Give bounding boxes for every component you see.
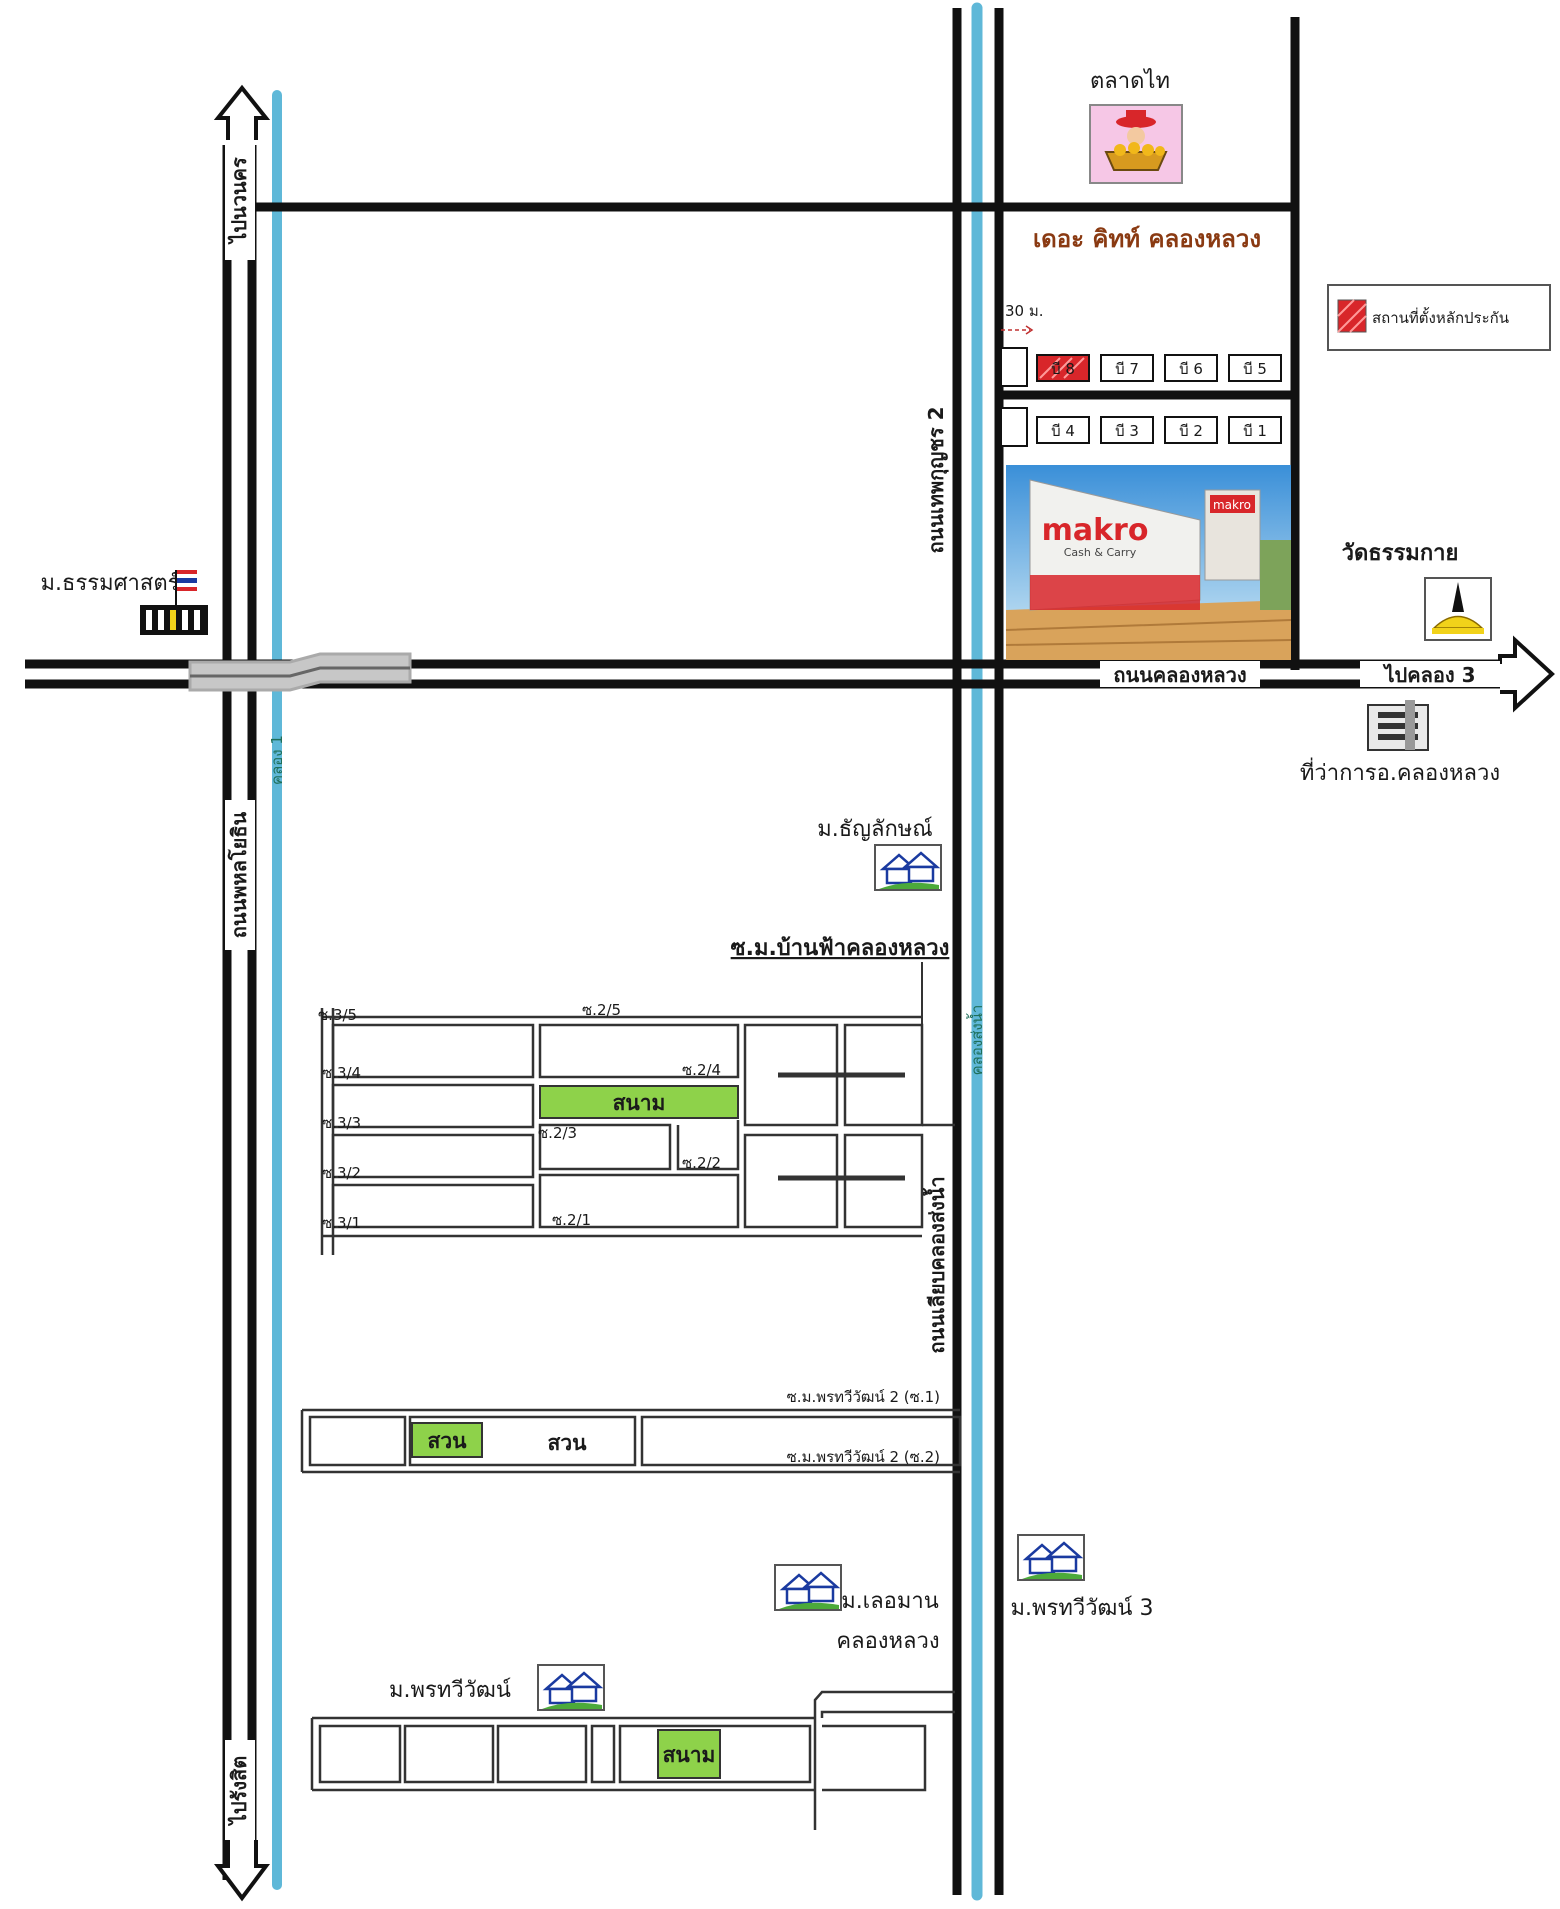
field-2: [657, 1729, 721, 1779]
khlong-luang-road-label: ถนนคลองหลวง: [1113, 663, 1246, 687]
building-b2: บี 2: [1179, 422, 1203, 440]
phrueksawan2-plan: [300, 1408, 962, 1474]
soi-2-2: ซ.2/2: [682, 1154, 721, 1172]
thanyalak-label: ม.ธัญลักษณ์: [817, 817, 932, 842]
building-row-top: บี 8 บี 7 บี 6 บี 5: [1036, 354, 1282, 382]
thepkunchorn2-label: ถนนเทพกุญชร 2: [924, 406, 949, 553]
field-1-label: สนาม: [613, 1091, 666, 1115]
thammasat-icon: [140, 570, 208, 635]
makro-sub: Cash & Carry: [1064, 546, 1137, 559]
arrow-up-icon: [213, 84, 271, 140]
distance-label: 30 ม.: [1005, 302, 1044, 320]
thai-market-label: ตลาดไท: [1090, 68, 1170, 94]
lermaan-label-2: คลองหลวง: [836, 1629, 939, 1654]
soi-2-1: ซ.2/1: [552, 1211, 591, 1229]
building-b6: บี 6: [1179, 360, 1203, 378]
office-icon: [1367, 700, 1429, 751]
soi-2-5: ซ.2/5: [582, 1001, 621, 1019]
soi-3-4: ซ.3/4: [322, 1064, 361, 1082]
ban-fah-label: ซ.ม.บ้านฟ้าคลองหลวง: [731, 936, 950, 961]
legend: สถานที่ตั้งหลักประกัน: [1327, 284, 1551, 351]
soi-3-2: ซ.3/2: [322, 1164, 361, 1182]
building-row-bottom: บี 4 บี 3 บี 2 บี 1: [1036, 416, 1282, 444]
soi-3-1: ซ.3/1: [322, 1214, 361, 1232]
arrow-down-icon: [214, 1840, 270, 1902]
lermaan-label-1: ม.เลอมาน: [841, 1589, 939, 1614]
the-kit-label: เดอะ คิทท์ คลองหลวง: [1033, 225, 1261, 253]
arrow-right-icon: [1498, 635, 1555, 713]
makro-logo: makro: [1042, 513, 1149, 548]
makro-sign: makro: [1213, 498, 1251, 512]
soi-3-5: ซ.3/5: [318, 1006, 357, 1024]
phahon-yothin-road: [222, 140, 257, 1880]
to-rangsit-label: ไปรังสิต: [227, 1756, 251, 1826]
liab-khlong-label: ถนนเลียบคลองส่งน้ำ: [922, 1176, 949, 1353]
soi-p2-2-label: ซ.ม.พรทวีวัฒน์ 2 (ซ.2): [787, 1448, 940, 1466]
thepkunchorn2-road: [952, 8, 1004, 1895]
wat-dhammakaya-label: วัดธรรมกาย: [1342, 541, 1459, 566]
field-1: [539, 1085, 739, 1119]
house-icon: [774, 1564, 842, 1611]
phrueksawan-plan: [310, 1690, 955, 1830]
temple-icon: [1424, 577, 1492, 641]
to-khlong3-label: ไปคลอง 3: [1382, 663, 1475, 687]
house-icon: [874, 844, 942, 891]
field-2-label: สนาม: [663, 1743, 716, 1767]
soi-p2-1-label: ซ.ม.พรทวีวัฒน์ 2 (ซ.1): [787, 1388, 940, 1406]
garden-1-label: สวน: [428, 1429, 468, 1453]
thammasat-label: ม.ธรรมศาสตร์: [41, 571, 180, 596]
phahon-yothin-label: ถนนพหลโยธิน: [227, 811, 251, 938]
legend-label: สถานที่ตั้งหลักประกัน: [1372, 307, 1509, 327]
garden-1: [411, 1422, 483, 1458]
khlong-song-nam-label: คลองส่งน้ำ: [966, 1005, 986, 1076]
soi-2-4: ซ.2/4: [682, 1061, 721, 1079]
building-b3: บี 3: [1115, 422, 1139, 440]
building-b8: บี 8: [1051, 360, 1075, 378]
phrueksawan-label: ม.พรทวีวัฒน์: [389, 1678, 511, 1703]
phrueksawan3-label: ม.พรทวีวัฒน์ 3: [1011, 1596, 1154, 1621]
building-b4: บี 4: [1051, 422, 1075, 440]
khlong1-label: คลอง 1: [268, 735, 286, 785]
building-b1: บี 1: [1243, 422, 1267, 440]
to-nawanakorn-label: ไปนวนคร: [227, 157, 251, 245]
market-icon: [1089, 104, 1183, 184]
building-b5: บี 5: [1243, 360, 1267, 378]
building-b7: บี 7: [1115, 360, 1139, 378]
house-icon: [537, 1664, 605, 1711]
house-icon: [1017, 1534, 1085, 1581]
makro-photo: makro makro Cash & Carry: [1005, 465, 1292, 660]
soi-2-3: ซ.2/3: [538, 1124, 577, 1142]
district-office-label: ที่ว่าการอ.คลองหลวง: [1300, 757, 1500, 786]
ban-fah-plan: [320, 1008, 955, 1255]
garden-text-label: สวน: [548, 1431, 588, 1455]
soi-3-3: ซ.3/3: [322, 1114, 361, 1132]
